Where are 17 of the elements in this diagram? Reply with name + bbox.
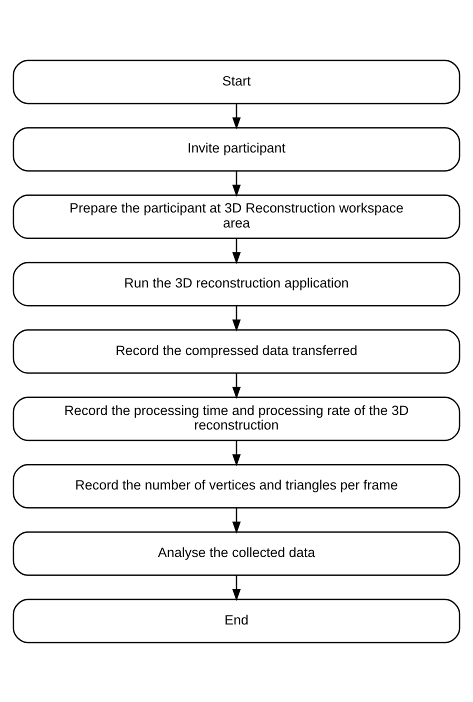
node-box: Record the processing time and processing rate of the 3D reconstruction <box>12 396 460 441</box>
node-box: Record the number of vertices and triangles per frame <box>12 464 460 508</box>
arrow <box>232 103 241 129</box>
arrow <box>232 574 241 601</box>
node-box: Analyse the collected data <box>12 530 460 576</box>
node-box: Record the compressed data transferred <box>12 328 460 374</box>
arrow <box>232 238 241 264</box>
node-box: Run the 3D reconstruction application <box>12 261 460 306</box>
arrow <box>232 170 241 196</box>
arrow <box>232 508 241 534</box>
node-box: Invite participant <box>12 126 460 172</box>
node-box: Prepare the participant at 3D Reconstruction workspace area <box>12 194 460 238</box>
node-box: Start <box>12 59 460 104</box>
arrow <box>232 440 241 466</box>
arrow <box>232 305 241 332</box>
arrow <box>232 372 241 399</box>
node-box: End <box>12 598 460 643</box>
